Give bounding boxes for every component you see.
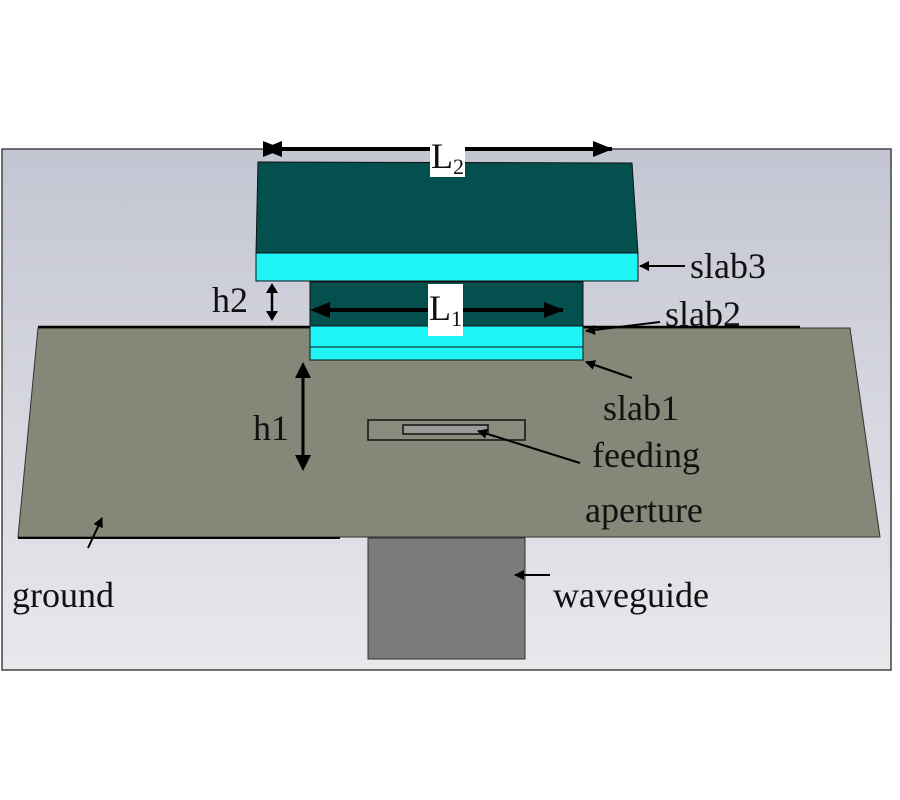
L1-subscript: 1 — [451, 306, 462, 331]
slab3-label: slab3 — [690, 246, 766, 286]
ground-label: ground — [12, 575, 114, 615]
svg-text:L1: L1 — [429, 288, 462, 331]
L1-label-box — [428, 284, 463, 336]
aperture-slot — [402, 424, 489, 435]
h2-label: h2 — [212, 280, 248, 320]
feeding-pointer — [477, 428, 581, 464]
L2-label: L — [431, 136, 453, 176]
L1-label: L — [429, 288, 451, 328]
slab1 — [309, 346, 584, 361]
slab3 — [255, 252, 639, 282]
waveguide — [367, 537, 526, 660]
slab1-label: slab1 — [603, 388, 679, 428]
slab2-label: slab2 — [665, 294, 741, 334]
waveguide-label: waveguide — [553, 575, 709, 615]
L2-subscript: 2 — [453, 154, 464, 179]
slab1-pointer — [585, 360, 633, 379]
slab2-pointer — [585, 321, 661, 335]
aperture-label: aperture — [585, 490, 703, 530]
svg-text:L2: L2 — [431, 136, 464, 179]
ground-pointer — [87, 517, 103, 549]
L2-label-box — [430, 140, 465, 177]
h1-label: h1 — [253, 408, 289, 448]
feeding-label: feeding — [592, 435, 700, 475]
